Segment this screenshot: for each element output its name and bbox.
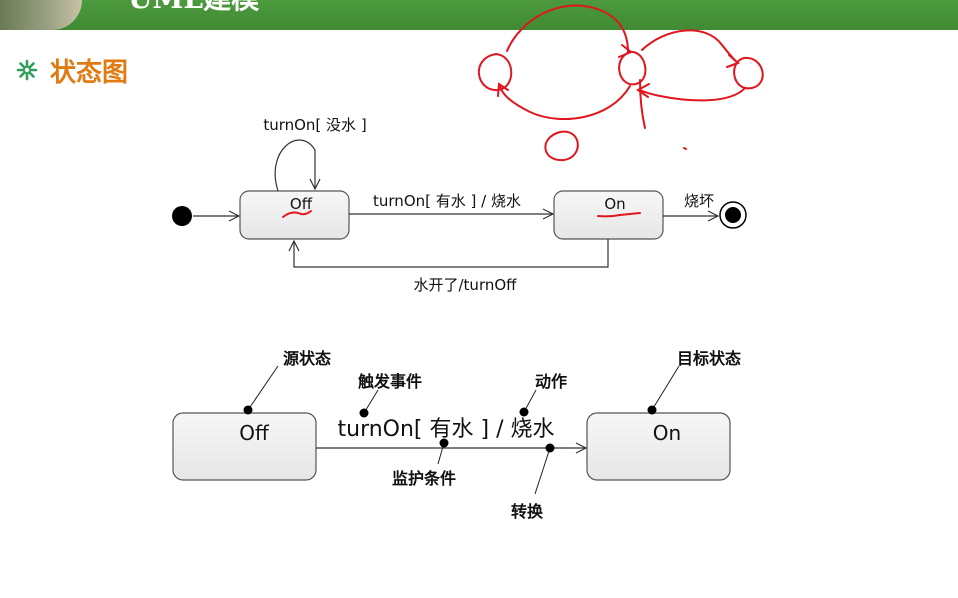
scribble-arrow-bottom-right [636, 83, 650, 98]
scribble-circle-mid [618, 51, 647, 86]
initial-state-marker [172, 206, 192, 226]
scribble-circle-bottom [544, 130, 579, 162]
presenter-photo [0, 0, 82, 30]
callout-guard-condition: 监护条件 [392, 438, 456, 488]
snowflake-bullet-icon [16, 59, 38, 81]
state-on-large [586, 412, 731, 481]
scribble-arc-bottom-left [499, 85, 631, 121]
return-transition-label: 水开了/turnOff [414, 276, 518, 294]
scribble-arc-top-left [506, 4, 629, 53]
state-off [239, 190, 350, 240]
underline-on [597, 212, 641, 218]
banner-title: UML建模 [128, 0, 259, 14]
red-annotations [282, 4, 764, 218]
callout-source-state: 源状态 [243, 349, 331, 415]
transition-large-label: turnOn[ 有水 ] / 烧水 [338, 417, 555, 442]
state-off-large-label: Off [239, 421, 270, 445]
callout-transition-label: 转换 [511, 502, 544, 521]
state-on-large-label: On [653, 421, 681, 445]
scribble-circle-left [478, 53, 513, 92]
callout-target-state-label: 目标状态 [677, 349, 741, 368]
return-transition [294, 239, 609, 268]
callout-source-state-label: 源状态 [283, 349, 331, 368]
callout-trigger-event: 触发事件 [357, 372, 422, 418]
callout-target-state: 目标状态 [647, 349, 741, 415]
scribble-dot [683, 147, 687, 150]
section-heading: 状态图 [16, 52, 128, 88]
section-title: 状态图 [50, 57, 129, 88]
top-banner: UML建模 [0, 0, 958, 30]
callout-guard-condition-label: 监护条件 [392, 469, 456, 488]
callout-action: 动作 [519, 372, 567, 417]
scribble-stroke-down [639, 79, 646, 129]
scribble-circle-right [733, 56, 764, 90]
scribble-arrow-bottom-left [497, 82, 509, 97]
self-loop-label: turnOn[ 没水 ] [263, 116, 366, 134]
underline-off [282, 210, 312, 218]
self-loop-transition [274, 139, 315, 192]
scribble-arc-top-right [641, 29, 738, 63]
transition-to-on-label: turnOn[ 有水 ] / 烧水 [373, 192, 521, 210]
scribble-arrow-top-left [618, 44, 633, 58]
state-off-label: Off [290, 195, 313, 213]
state-on-label: On [604, 195, 625, 213]
callout-transition: 转换 [511, 443, 555, 521]
scribble-arc-bottom-right [639, 87, 746, 102]
callout-trigger-event-label: 触发事件 [357, 372, 422, 391]
final-state-marker [719, 201, 747, 229]
state-off-large [172, 412, 317, 481]
callout-action-label: 动作 [535, 372, 567, 391]
scribble-arrow-top-right [726, 54, 740, 68]
final-transition-label: 烧坏 [684, 192, 714, 210]
